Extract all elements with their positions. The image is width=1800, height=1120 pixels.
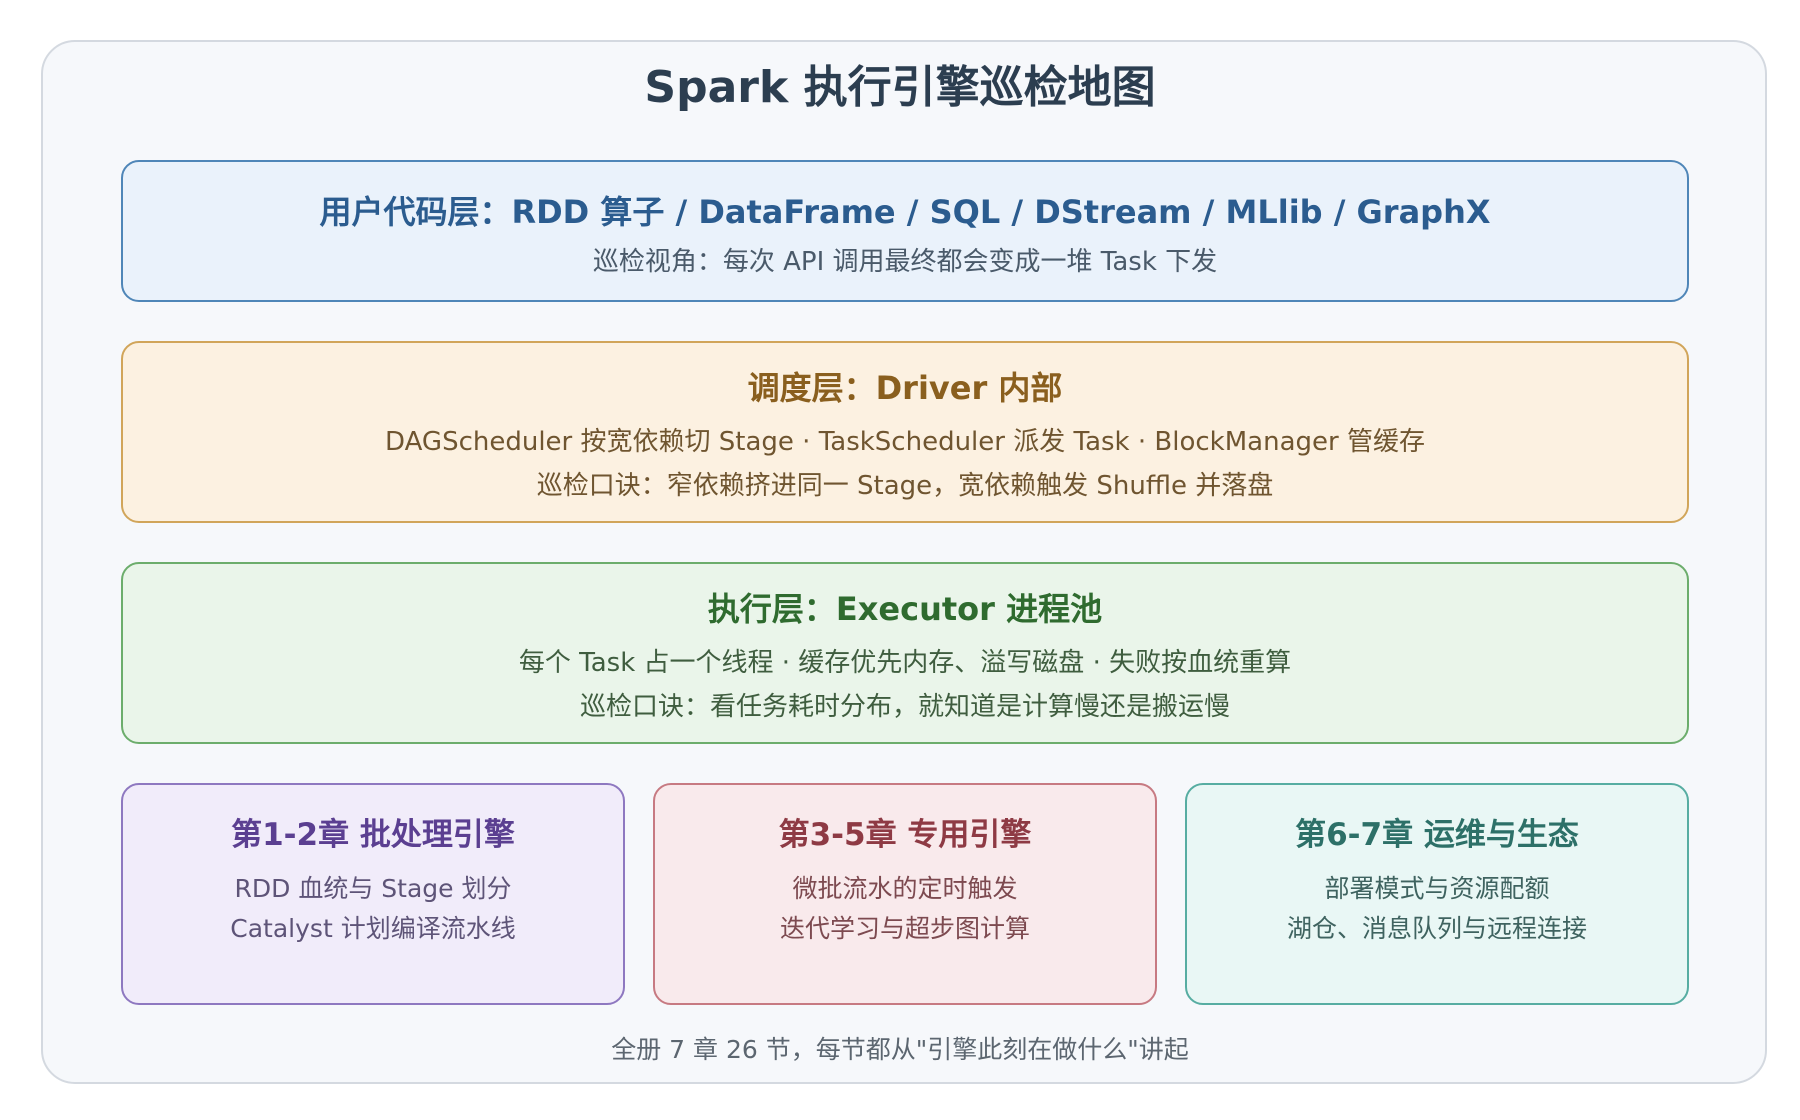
chapter-card-line: RDD 血统与 Stage 划分 [234, 874, 512, 903]
page-title: Spark 执行引擎巡检地图 [644, 62, 1156, 113]
execution-layer-line: 巡检口诀：看任务耗时分布，就知道是计算慢还是搬运慢 [579, 692, 1230, 722]
chapter-card-heading: 第1-2章 批处理引擎 [231, 817, 515, 853]
footer-note: 全册 7 章 26 节，每节都从"引擎此刻在做什么"讲起 [611, 1035, 1189, 1064]
chapter-card-heading: 第3-5章 专用引擎 [778, 817, 1032, 853]
chapter-card-line: 湖仓、消息队列与远程连接 [1286, 914, 1587, 943]
scheduling-layer: 调度层：Driver 内部 DAGScheduler 按宽依赖切 Stage ·… [121, 341, 1689, 523]
chapter-card-line: Catalyst 计划编译流水线 [230, 914, 516, 943]
user-code-layer-line: 巡检视角：每次 API 调用最终都会变成一堆 Task 下发 [592, 247, 1218, 277]
user-code-layer-heading: 用户代码层：RDD 算子 / DataFrame / SQL / DStream… [319, 193, 1491, 231]
chapter-card-heading: 第6-7章 运维与生态 [1295, 817, 1579, 853]
scheduling-layer-line: DAGScheduler 按宽依赖切 Stage · TaskScheduler… [385, 427, 1425, 457]
chapter-card-ops: 第6-7章 运维与生态 部署模式与资源配额 湖仓、消息队列与远程连接 [1185, 783, 1689, 1005]
chapter-card-special: 第3-5章 专用引擎 微批流水的定时触发 迭代学习与超步图计算 [653, 783, 1157, 1005]
chapter-card-line: 微批流水的定时触发 [792, 874, 1018, 903]
scheduling-layer-heading: 调度层：Driver 内部 [747, 369, 1063, 407]
execution-layer-heading: 执行层：Executor 进程池 [707, 590, 1103, 628]
user-code-layer: 用户代码层：RDD 算子 / DataFrame / SQL / DStream… [121, 160, 1689, 302]
execution-layer: 执行层：Executor 进程池 每个 Task 占一个线程 · 缓存优先内存、… [121, 562, 1689, 744]
chapter-card-line: 迭代学习与超步图计算 [779, 914, 1030, 943]
execution-layer-line: 每个 Task 占一个线程 · 缓存优先内存、溢写磁盘 · 失败按血统重算 [518, 648, 1292, 678]
chapter-card-batch: 第1-2章 批处理引擎 RDD 血统与 Stage 划分 Catalyst 计划… [121, 783, 625, 1005]
chapter-card-line: 部署模式与资源配额 [1324, 874, 1550, 903]
scheduling-layer-line: 巡检口诀：窄依赖挤进同一 Stage，宽依赖触发 Shuffle 并落盘 [536, 471, 1274, 501]
